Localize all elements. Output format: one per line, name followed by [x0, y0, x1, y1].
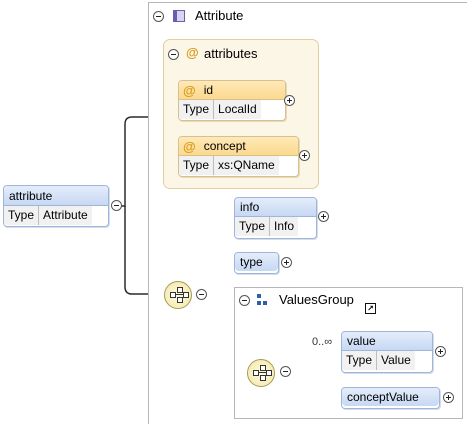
element-name: conceptValue [347, 390, 419, 404]
element-info-type-row: Type Info [235, 217, 316, 236]
element-name: value [347, 334, 376, 348]
attribute-concept-expand-icon[interactable] [299, 150, 310, 161]
type-value: Value [377, 351, 415, 370]
element-info-box[interactable]: info Type Info [234, 197, 317, 239]
type-key: Type [235, 217, 271, 236]
root-element-title: attribute [4, 186, 108, 206]
attribute-name: id [203, 83, 214, 97]
root-element-box[interactable]: attribute Type Attribute [3, 185, 109, 227]
element-type-expand-icon[interactable] [281, 257, 292, 268]
attribute-id-expand-icon[interactable] [284, 95, 295, 106]
root-element-name: attribute [9, 188, 53, 203]
attribute-id-title: @ id [179, 81, 285, 100]
attribute-id-box[interactable]: @ id Type LocalId [178, 80, 286, 121]
element-type-title: type [235, 253, 278, 271]
element-conceptvalue-title: conceptValue [342, 388, 439, 406]
type-key: Type [179, 156, 215, 175]
element-conceptvalue-box[interactable]: conceptValue [341, 387, 440, 409]
element-value-title: value [342, 332, 432, 351]
at-icon: @ [183, 82, 196, 98]
inner-sequence-collapse-icon[interactable] [280, 366, 291, 377]
at-icon: @ [183, 138, 196, 154]
element-type-box[interactable]: type [234, 252, 279, 274]
values-group-collapse-icon[interactable] [239, 295, 250, 306]
values-group-name: ValuesGroup [279, 292, 354, 307]
element-info-expand-icon[interactable] [318, 211, 329, 222]
complex-type-icon [173, 10, 185, 22]
type-value: Info [270, 217, 299, 236]
model-group-icon [257, 294, 269, 306]
type-value: Attribute [39, 206, 92, 225]
attributes-collapse-icon[interactable] [168, 49, 179, 60]
sequence-collapse-icon[interactable] [196, 289, 207, 300]
attributes-group: @ attributes @ id Type LocalId @ concept… [163, 39, 319, 189]
collapse-icon[interactable] [153, 11, 164, 22]
element-value-type-row: Type Value [342, 351, 432, 370]
type-key: Type [4, 206, 40, 225]
type-key: Type [179, 100, 215, 119]
element-info-title: info [235, 198, 316, 217]
element-name: type [240, 255, 263, 269]
element-conceptvalue-expand-icon[interactable] [443, 392, 454, 403]
type-key: Type [342, 351, 378, 370]
reference-arrow-icon[interactable]: ↗ [365, 303, 376, 314]
type-value: xs:QName [214, 156, 279, 175]
root-collapse-icon[interactable] [111, 200, 122, 211]
attribute-concept-box[interactable]: @ concept Type xs:QName [178, 136, 299, 177]
attributes-group-name: attributes [204, 46, 258, 61]
element-value-box[interactable]: value Type Value [341, 331, 433, 373]
type-value: LocalId [214, 100, 261, 119]
sequence-compositor-icon[interactable] [164, 281, 192, 309]
attribute-name: concept [203, 139, 246, 153]
root-element-type-row: Type Attribute [4, 206, 108, 225]
attribute-id-type-row: Type LocalId [179, 100, 285, 119]
attribute-concept-title: @ concept [179, 137, 298, 156]
element-value-expand-icon[interactable] [435, 346, 446, 357]
element-name: info [240, 200, 260, 214]
attribute-concept-type-row: Type xs:QName [179, 156, 298, 175]
inner-sequence-compositor-icon[interactable] [247, 359, 275, 387]
cardinality-label: 0..∞ [312, 336, 333, 348]
complex-type-name: Attribute [195, 8, 244, 23]
values-group-frame: ValuesGroup ↗ 0..∞ value Type Value conc… [234, 287, 463, 419]
at-icon: @ [186, 45, 199, 60]
